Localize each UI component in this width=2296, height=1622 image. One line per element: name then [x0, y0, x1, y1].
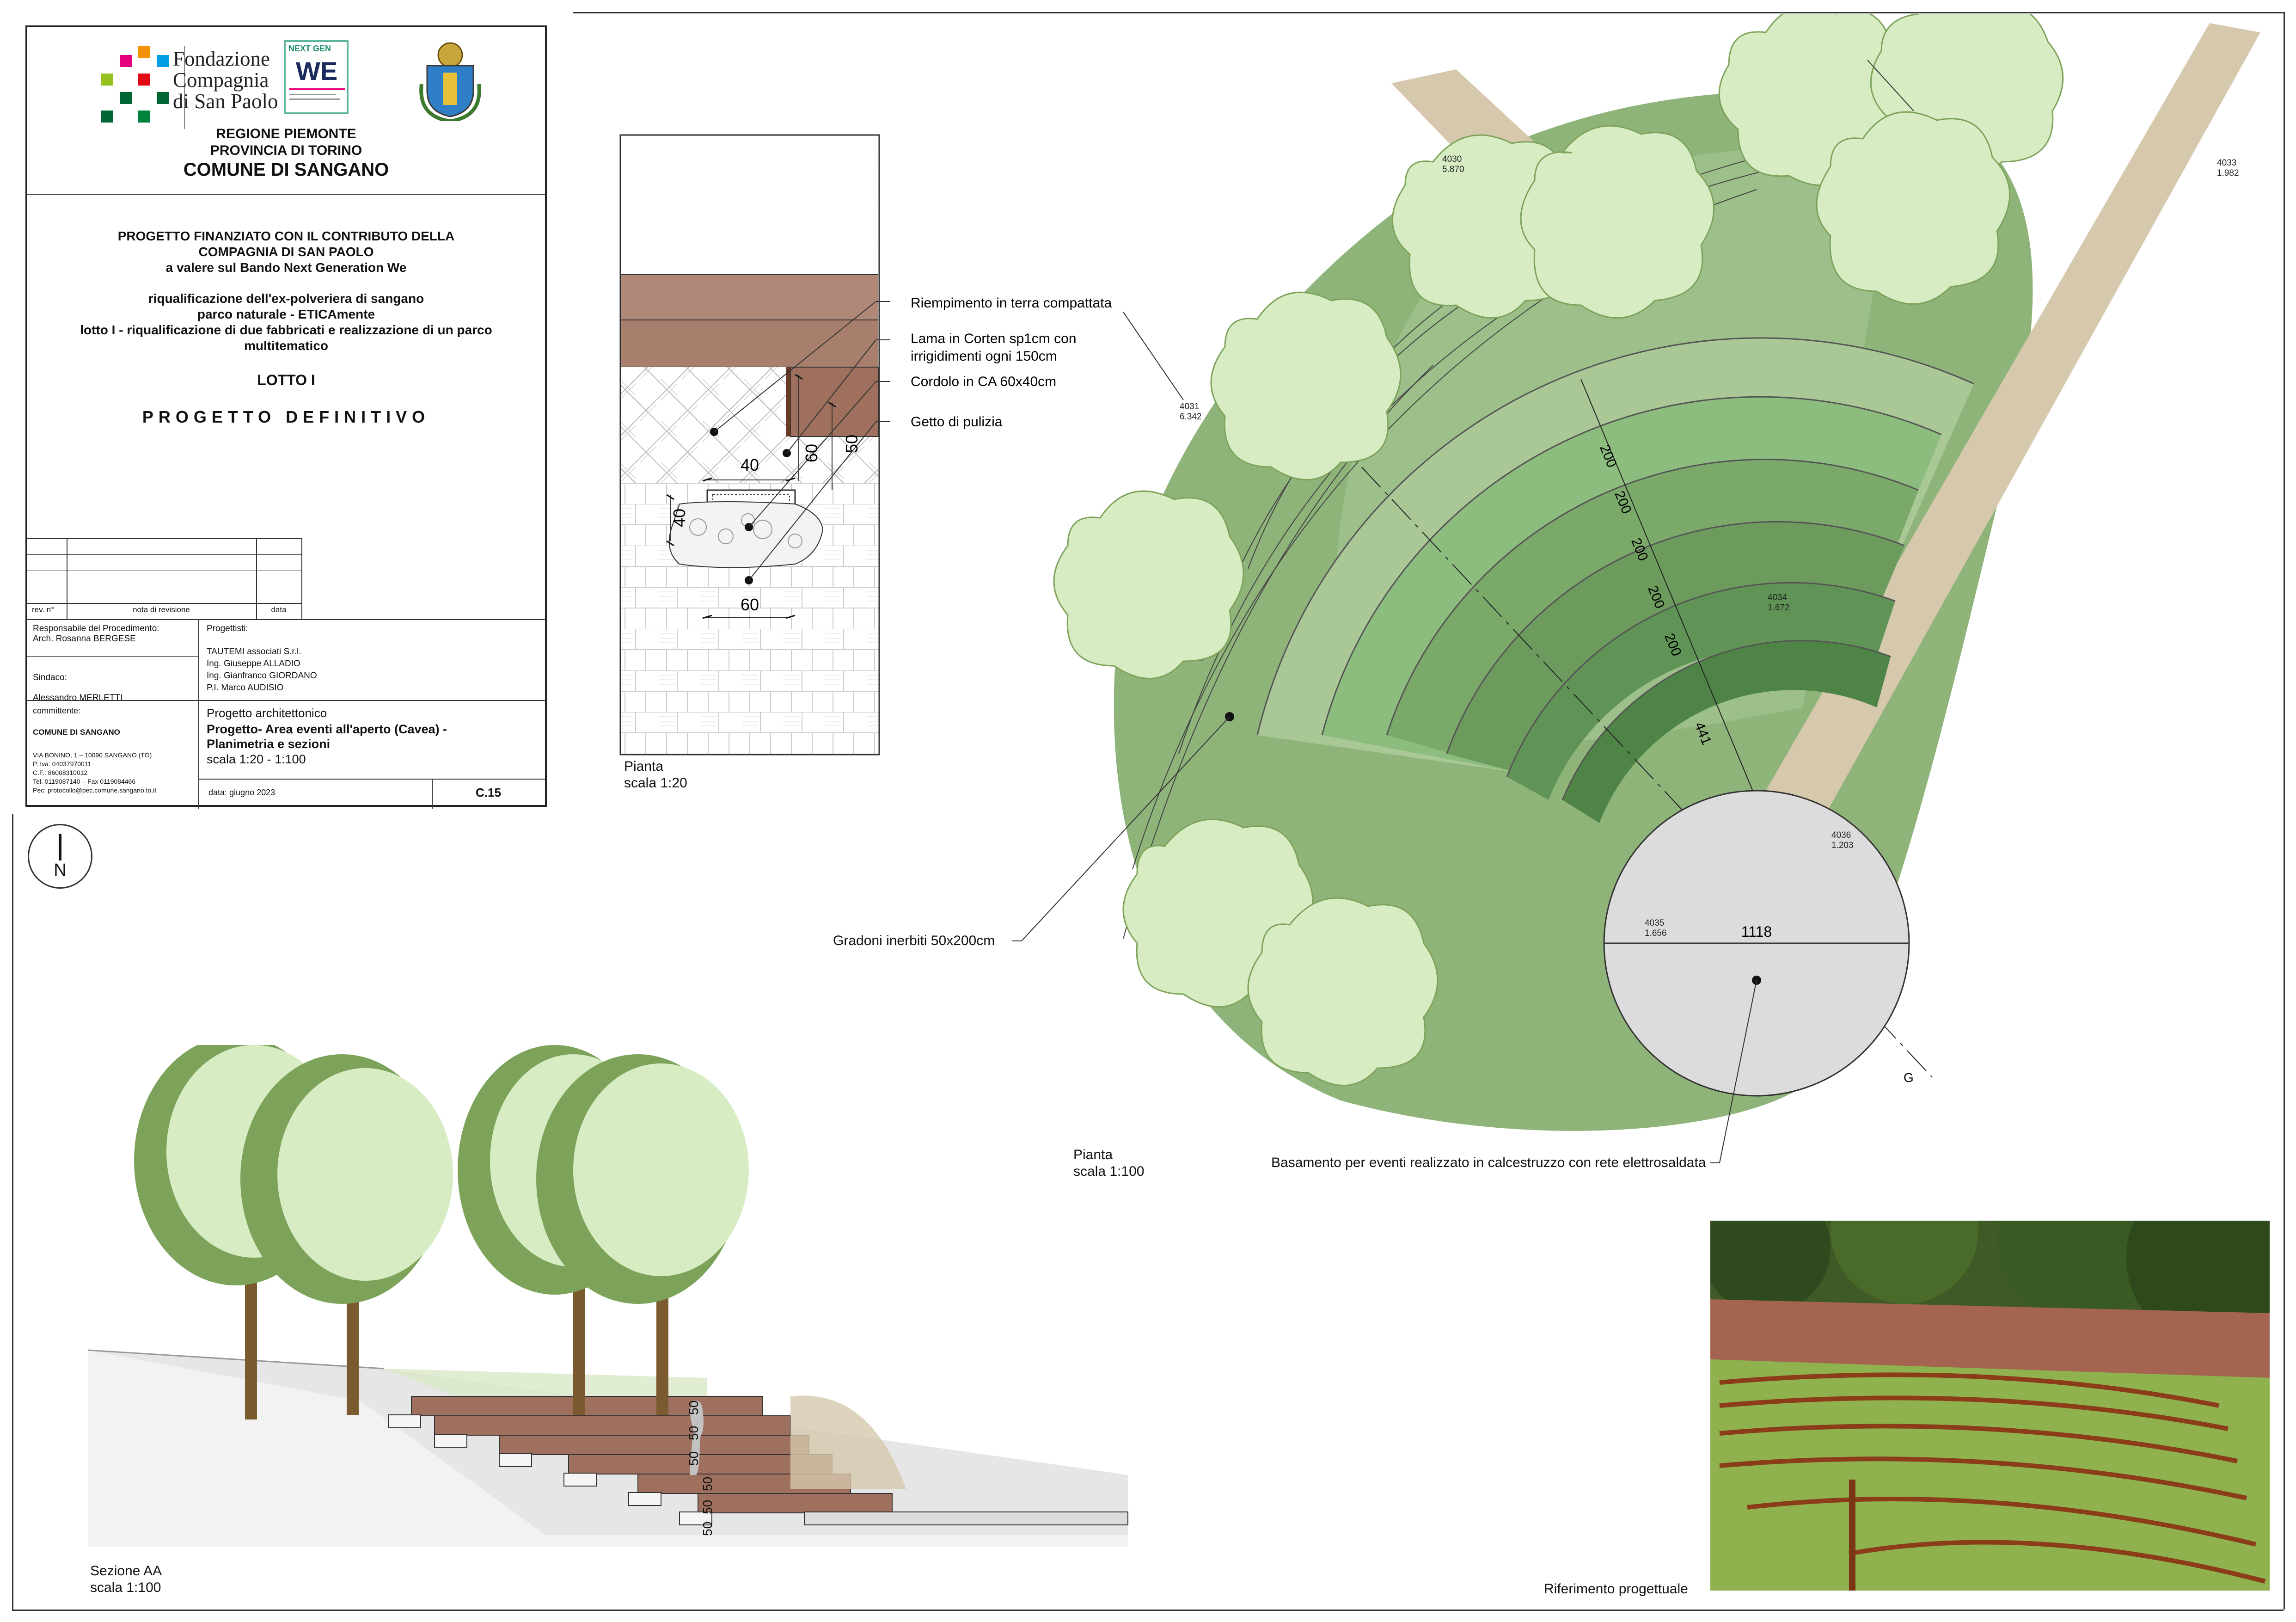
lot-label: LOTTO I — [257, 372, 315, 388]
phase-label: PROGETTO DEFINITIVO — [142, 407, 430, 426]
svg-text:1.672: 1.672 — [1768, 603, 1790, 613]
revision-date-header: data — [271, 605, 287, 614]
annotation-curb: Cordolo in CA 60x40cm — [911, 374, 1056, 389]
section-marker: G — [1904, 1070, 1914, 1085]
foundation-name: Fondazione Compagnia di San Paolo — [173, 47, 278, 113]
project-description: riqualificazione dell'ex-polveriera di s… — [80, 291, 492, 353]
annotation-corten-1: Lama in Corten sp1cm con — [911, 331, 1077, 346]
section-caption: Sezione AA scala 1:100 — [90, 1563, 162, 1595]
funding-text: PROGETTO FINANZIATO CON IL CONTRIBUTO DE… — [117, 229, 455, 275]
label-grass-steps: Gradoni inerbiti 50x200cm — [833, 933, 995, 948]
client-name: COMUNE DI SANGANO — [33, 728, 120, 737]
svg-text:50: 50 — [700, 1522, 715, 1536]
municipality-label: COMUNE DI SANGANO — [183, 160, 389, 180]
rup-block: Responsabile del Procedimento: Arch. Ros… — [33, 624, 159, 644]
svg-text:50: 50 — [686, 1451, 701, 1466]
svg-text:50: 50 — [686, 1426, 701, 1440]
svg-text:6.342: 6.342 — [1180, 412, 1202, 422]
detail-dim-50: 50 — [842, 435, 861, 453]
drawing-date: data: giugno 2023 — [208, 788, 276, 797]
svg-text:1.982: 1.982 — [2217, 168, 2239, 178]
svg-text:50: 50 — [686, 1401, 701, 1415]
client-label: committente: — [33, 706, 81, 715]
svg-text:5.870: 5.870 — [1442, 165, 1464, 174]
svg-text:1.203: 1.203 — [1831, 841, 1854, 850]
svg-text:4034: 4034 — [1768, 593, 1788, 602]
nextgen-logo: NEXT GEN WE — [284, 40, 349, 114]
detail-plan: 40 60 50 40 60 Riempimento in terra comp… — [619, 134, 1112, 756]
svg-text:50: 50 — [700, 1477, 715, 1491]
sheet-frame-left — [12, 814, 13, 1610]
foundation-logo-icon — [101, 46, 185, 129]
drawing-code: C.15 — [476, 786, 501, 799]
svg-text:4036: 4036 — [1831, 830, 1851, 840]
mayor-block: Sindaco: Alessandro MERLETTI — [33, 673, 123, 703]
designers-label: Progettisti: — [207, 624, 248, 633]
label-platform: Basamento per eventi realizzato in calce… — [1271, 1155, 1706, 1170]
client-details: VIA BONINO, 1 – 10090 SANGANO (TO) P. Iv… — [33, 751, 157, 794]
detail-dim-40b: 40 — [670, 509, 689, 527]
title-block: Fondazione Compagnia di San Paolo NEXT G… — [25, 25, 547, 809]
drawing-scale: scala 1:20 - 1:100 — [207, 752, 306, 766]
photo-caption: Riferimento progettuale — [1544, 1581, 1688, 1597]
north-arrow-icon: N — [28, 824, 92, 889]
svg-text:50: 50 — [700, 1500, 715, 1514]
annotation-fill: Riempimento in terra compattata — [911, 295, 1112, 311]
annotation-blinding: Getto di pulizia — [911, 414, 1003, 430]
coat-of-arms-icon — [419, 42, 481, 121]
plan-caption: Pianta scala 1:100 — [1073, 1147, 1145, 1179]
detail-dim-60b: 60 — [741, 595, 759, 614]
annotation-corten-2: irrigidimenti ogni 150cm — [911, 349, 1057, 364]
drawing-category: Progetto architettonico — [207, 706, 327, 720]
designers-list: TAUTEMI associati S.r.l. Ing. Giuseppe A… — [207, 647, 317, 693]
svg-text:4035: 4035 — [1645, 918, 1664, 928]
platform-diameter: 1118 — [1741, 923, 1772, 940]
detail-dim-40: 40 — [741, 455, 759, 474]
rev-number-header: rev. n° — [32, 605, 55, 614]
sheet-frame — [573, 12, 2284, 13]
sheet-frame-right — [2284, 12, 2285, 1610]
section-aa: 50 50 50 50 50 50 — [87, 1045, 1128, 1547]
region-label: REGIONE PIEMONTE — [216, 126, 356, 141]
revision-table: rev. n° nota di revisione data — [27, 538, 302, 619]
svg-text:4030: 4030 — [1442, 154, 1462, 164]
detail-dim-60: 60 — [802, 444, 821, 462]
reference-photo — [1710, 1221, 2270, 1591]
revision-note-header: nota di revisione — [133, 605, 190, 614]
svg-text:1.656: 1.656 — [1645, 928, 1667, 938]
detail-caption: Pianta scala 1:20 — [624, 759, 687, 791]
site-plan: 200 200 200 200 200 441 1118 G 40305.870… — [1012, 14, 2260, 1163]
svg-text:4033: 4033 — [2217, 158, 2236, 168]
province-label: PROVINCIA DI TORINO — [210, 143, 362, 158]
svg-text:4031: 4031 — [1180, 402, 1199, 412]
drawing-title: Progetto- Area eventi all'aperto (Cavea)… — [207, 722, 447, 751]
sheet-frame-bottom — [12, 1610, 2284, 1611]
